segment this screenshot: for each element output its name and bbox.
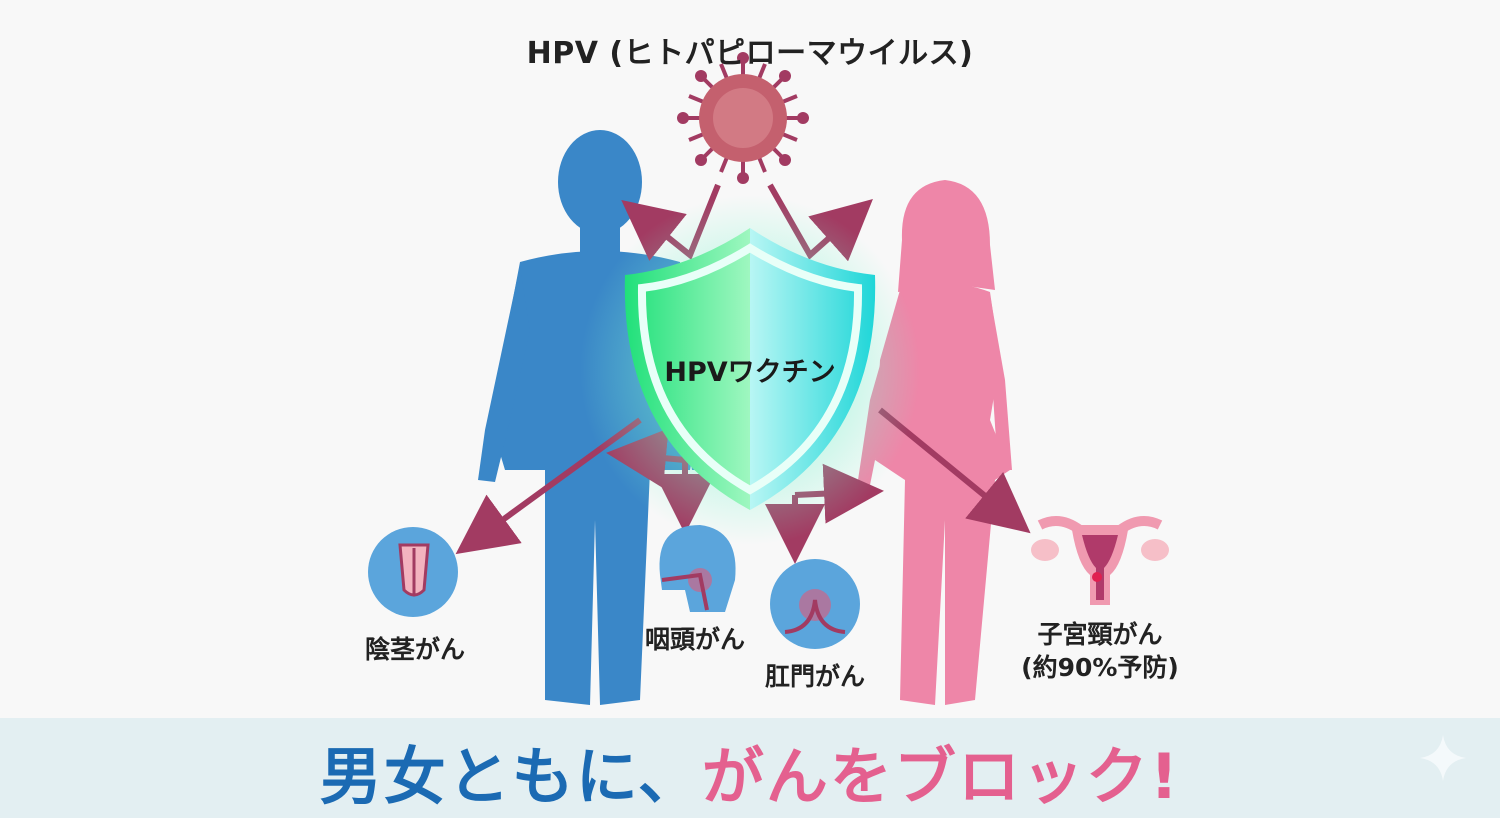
label-penile-cancer: 陰茎がん xyxy=(364,635,465,664)
slogan-part2: がんをブロック! xyxy=(701,740,1181,813)
shield-label: HPVワクチン xyxy=(664,357,836,388)
label-anal-cancer: 肛門がん xyxy=(764,662,865,691)
label-cervical-prevention: (約90%予防) xyxy=(1021,653,1179,682)
page-title: HPV (ヒトパピローマウイルス) xyxy=(526,36,974,71)
slogan-part1: 男女ともに、 xyxy=(319,740,702,813)
label-cervical-cancer: 子宮頸がん xyxy=(1037,620,1163,649)
pharyngeal-cancer-icon xyxy=(659,525,736,612)
banner-slogan: 男女ともに、がんをブロック! xyxy=(0,726,1500,816)
bottom-banner xyxy=(0,718,1500,818)
anal-cancer-icon xyxy=(770,559,860,649)
penile-cancer-icon xyxy=(368,527,458,617)
virus-icon xyxy=(677,52,809,184)
shield-icon xyxy=(624,228,876,510)
label-pharyngeal-cancer: 咽頭がん xyxy=(644,625,745,654)
uterus-icon xyxy=(1031,516,1169,605)
sparkle-icon xyxy=(1420,735,1466,781)
